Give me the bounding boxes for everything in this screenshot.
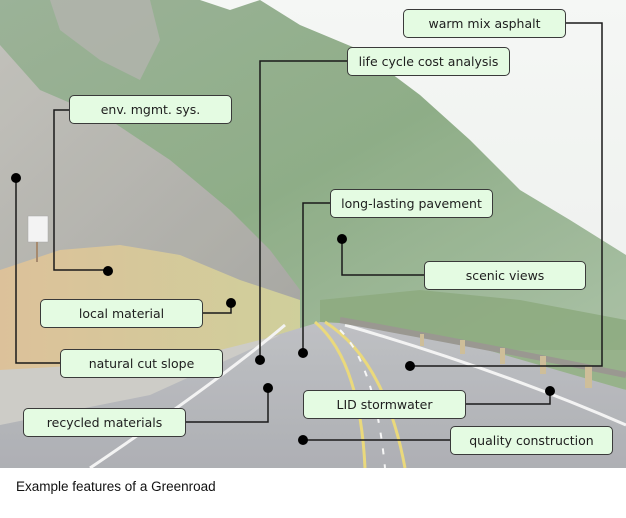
figure-caption: Example features of a Greenroad [16, 479, 216, 494]
label-quality-construction: quality construction [450, 426, 613, 455]
label-text: env. mgmt. sys. [100, 102, 201, 117]
label-life-cycle-cost-analysis: life cycle cost analysis [347, 47, 510, 76]
label-text: LID stormwater [336, 397, 433, 412]
label-natural-cut-slope: natural cut slope [60, 349, 223, 378]
label-text: quality construction [469, 433, 594, 448]
label-warm-mix-asphalt: warm mix asphalt [403, 9, 566, 38]
label-text: local material [78, 306, 165, 321]
upper-cliff [50, 0, 160, 80]
label-long-lasting-pavement: long-lasting pavement [330, 189, 493, 218]
label-lid-stormwater: LID stormwater [303, 390, 466, 419]
label-text: recycled materials [46, 415, 163, 430]
label-text: life cycle cost analysis [358, 54, 499, 69]
label-env-mgmt-sys: env. mgmt. sys. [69, 95, 232, 124]
label-scenic-views: scenic views [424, 261, 586, 290]
edge-line-right [344, 323, 626, 427]
label-recycled-materials: recycled materials [23, 408, 186, 437]
label-local-material: local material [40, 299, 203, 328]
label-text: scenic views [465, 268, 545, 283]
label-text: natural cut slope [88, 356, 195, 371]
label-text: long-lasting pavement [341, 196, 482, 211]
label-text: warm mix asphalt [428, 16, 541, 31]
